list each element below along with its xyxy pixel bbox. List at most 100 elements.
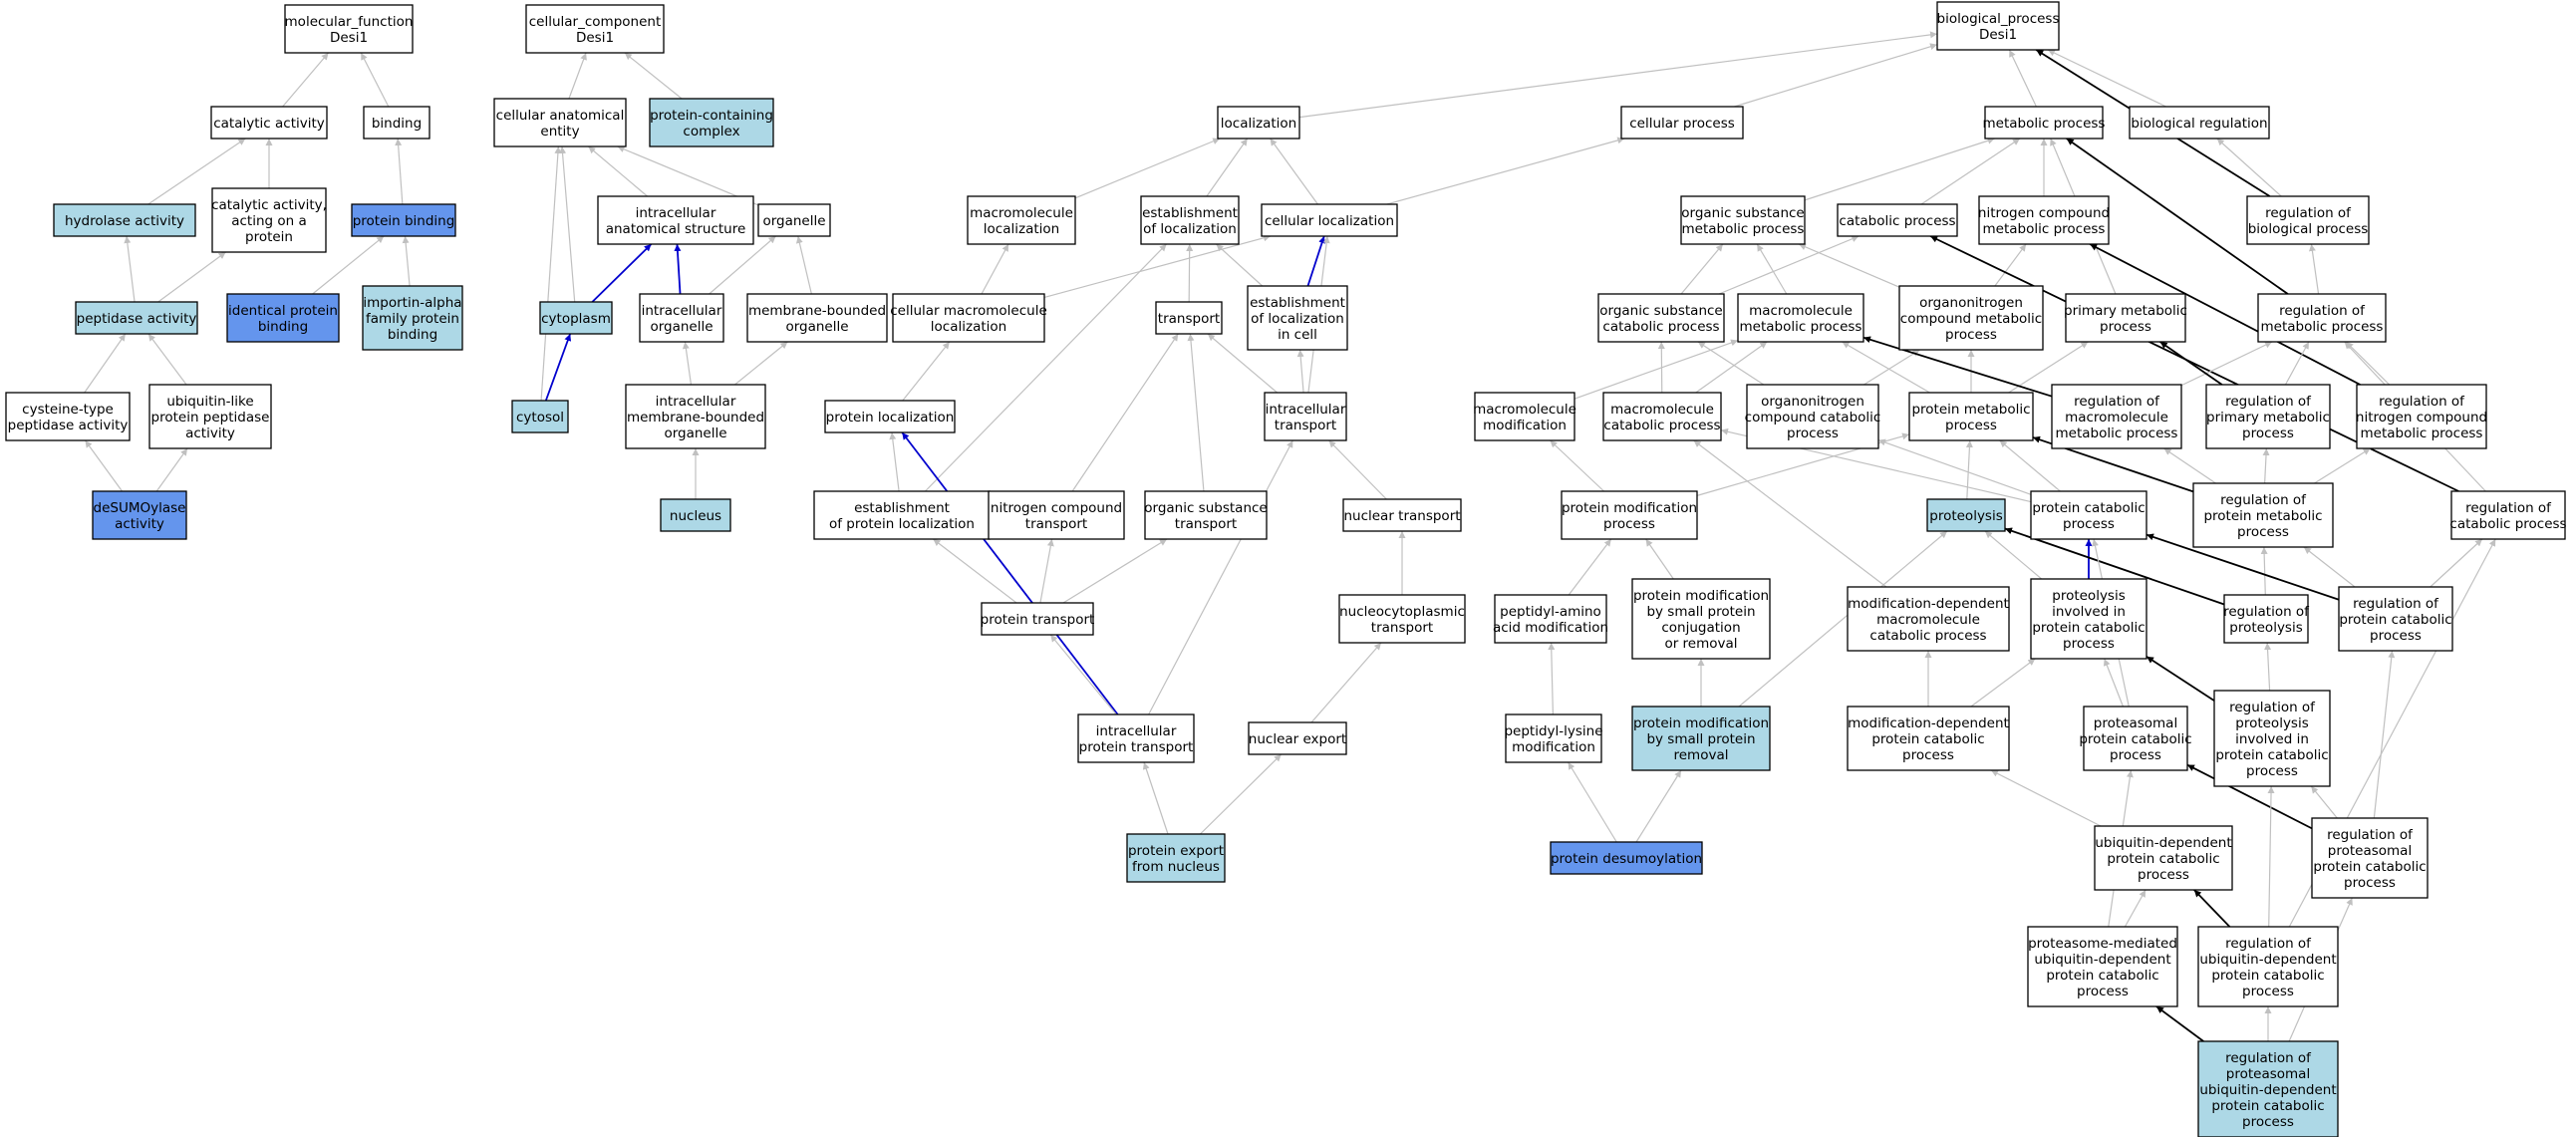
go-term-node-cytoplasm: cytoplasm [539,301,613,335]
node-label-line: organonitrogen [1761,394,1864,410]
node-label-line: compound catabolic [1745,410,1881,426]
go-term-node-proteolysis: proteolysis [1926,498,2006,532]
edge-gray [889,431,900,492]
edge-gray [624,52,683,100]
edge-gray [1635,769,1682,843]
node-label-line: regulation of [2223,604,2310,620]
node-label-line: peptidyl-amino [1500,604,1601,620]
edge-blue [901,431,1119,715]
edge-gray [1990,769,2102,827]
go-term-node-prot-loc: protein localization [824,400,956,433]
node-label-line: cellular macromolecule [890,303,1047,319]
node-label-line: macromolecule [1473,402,1576,418]
node-label-line: entity [540,124,579,140]
node-box [2030,490,2147,540]
go-term-node-reg-pudpcp: regulation ofproteasomalubiquitin-depend… [2197,1040,2339,1137]
node-label-line: modification-dependent [1848,596,2009,612]
node-box [639,293,724,343]
edge-gray [2314,447,2371,484]
node-box [493,98,627,147]
node-label-line: protein transport [981,612,1095,628]
node-label-line: process [1787,426,1839,441]
node-label-line: catalytic activity, [211,197,327,213]
go-term-node-cytosol: cytosol [511,400,569,433]
node-box [1737,293,1864,343]
edge-gray [1965,439,1973,500]
node-label-line: organelle [785,319,848,335]
go-term-node-metabolic: metabolic process [1983,106,2105,140]
node-label-line: process [2344,875,2396,891]
node-box [226,293,340,343]
node-box [1140,195,1240,245]
node-label-line: intracellular [656,394,736,410]
edge-gray [1756,243,1788,295]
go-term-node-peptidase: peptidase activity [75,301,198,335]
edge-gray [1697,341,1765,386]
node-box [1926,498,2006,532]
node-label-line: ubiquitin-dependent [2095,835,2231,851]
node-label-line: transport [1275,418,1336,433]
go-term-node-pm-udpcp: proteasome-mediatedubiquitin-dependentpr… [2027,926,2178,1007]
edge-gray [1186,243,1194,303]
node-label-line: primary metabolic [2064,303,2187,319]
node-box [2197,926,2339,1007]
edge-gray [1568,538,1612,596]
node-label-line: proteasome-mediated [2028,936,2177,952]
node-label-line: proteasomal [2226,1066,2310,1082]
node-label-line: binding [372,116,422,132]
node-label-line: nitrogen compound [2356,410,2487,426]
edge-gray [2180,341,2273,387]
node-box [2083,706,2188,771]
node-label-line: hydrolase activity [65,213,184,229]
go-term-node-nuc-trans: nuclear transport [1342,498,1462,532]
edge-gray [402,235,411,287]
edge-gray [1148,439,1293,715]
edge-gray [617,145,759,206]
node-box [1620,106,1744,140]
edge-gray [1074,138,1221,199]
node-box [1908,392,2034,441]
node-label-line: regulation of [2220,492,2307,508]
edge-gray [1680,243,1724,295]
edge-gray [157,251,226,303]
node-box [824,400,956,433]
node-label-line: proteolysis [1929,508,2003,524]
edge-gray [2260,546,2268,596]
node-label-line: organelle [664,426,726,441]
node-label-line: protein catabolic [2215,747,2328,763]
node-label-line: biological_process [1937,11,2060,27]
edge-gray [395,138,404,205]
node-label-line: protein catabolic [2313,859,2426,875]
node-label-line: ubiquitin-like [166,394,253,410]
go-term-node-nucleus: nucleus [660,498,731,532]
node-label-line: regulation of [2225,1050,2312,1066]
edge-gray [540,145,562,402]
edge-gray [2264,642,2272,692]
node-box [813,490,991,540]
edge-gray [902,341,951,402]
node-label-line: regulation of [2265,205,2352,221]
node-box [2027,926,2178,1007]
edge-black [1862,336,2053,398]
node-label-line: organelle [762,213,825,229]
node-label-line: process [2100,319,2151,335]
edge-gray [2345,341,2391,386]
edge-gray [1296,349,1304,394]
node-box [1631,578,1771,660]
node-label-line: acting on a [231,213,307,229]
node-label-line: process [2370,628,2422,644]
edge-gray [1071,333,1179,492]
